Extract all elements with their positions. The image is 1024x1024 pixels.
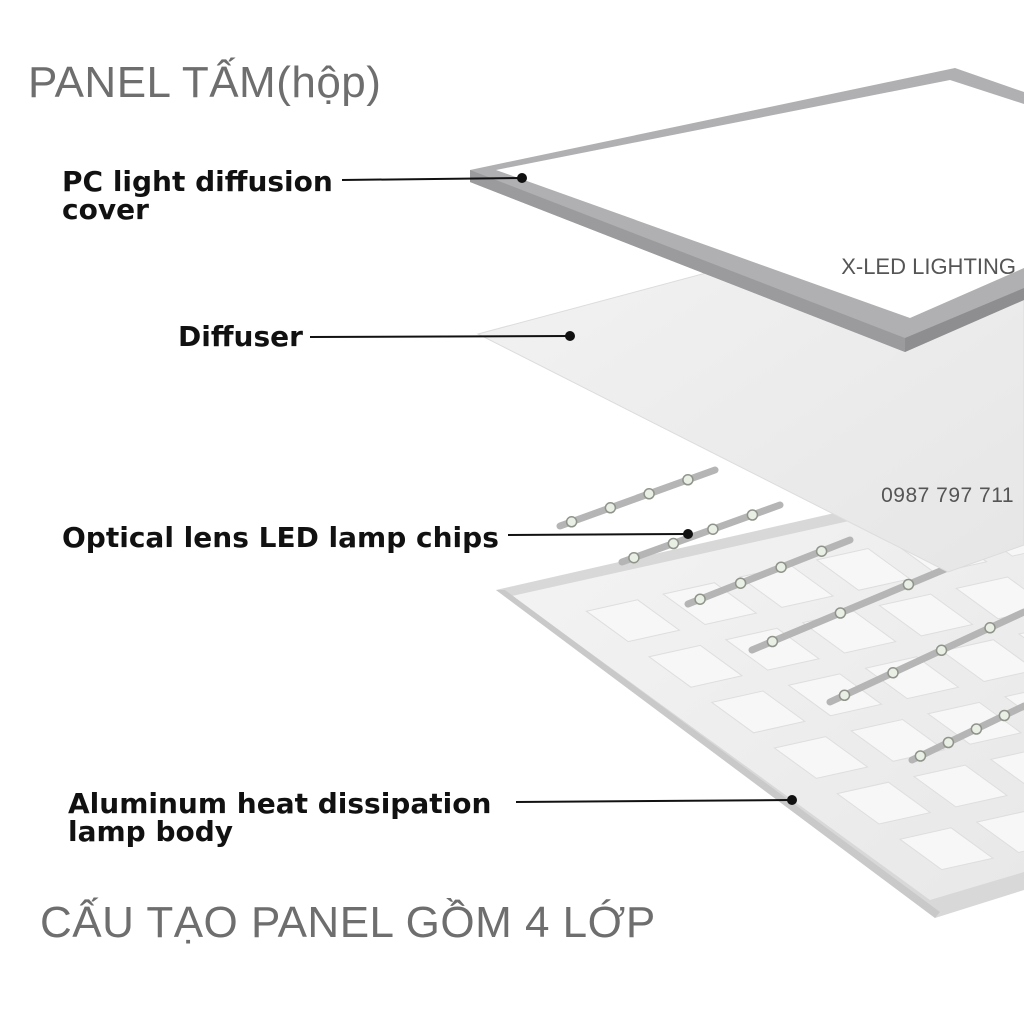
label-pc-cover: PC light diffusion cover: [62, 168, 333, 224]
heat-sink-cell: [585, 599, 681, 643]
heat-sink-cell: [955, 576, 1024, 620]
label-diffuser-line1: Diffuser: [178, 320, 303, 353]
heat-sink-cell: [864, 656, 960, 700]
heat-sink-cell: [975, 811, 1024, 854]
heat-sink-cell: [724, 627, 821, 671]
label-lamp-body: Aluminum heat dissipation lamp body: [68, 790, 491, 846]
led-chip: [838, 689, 851, 702]
led-chip: [998, 709, 1011, 722]
led-chip: [667, 537, 680, 550]
heat-sink-cell: [662, 582, 758, 626]
led-chip: [565, 516, 578, 528]
heat-sink-cell: [912, 764, 1009, 808]
led-chip: [604, 502, 617, 514]
led-chip: [914, 750, 927, 762]
led-chip: [775, 561, 787, 573]
led-chip: [984, 622, 996, 634]
watermark-brand: X-LED LIGHTING: [841, 254, 1016, 279]
heat-sink-cell: [710, 690, 806, 734]
label-pc-cover-line2: cover: [62, 193, 149, 226]
label-pc-cover-line1: PC light diffusion: [62, 165, 333, 198]
led-chip: [694, 593, 706, 605]
heat-sink-cell: [647, 644, 744, 688]
heat-sink-cell: [1017, 632, 1024, 639]
led-chip: [707, 523, 719, 535]
heat-sink-cell: [878, 593, 974, 637]
led-chip: [643, 488, 655, 500]
led-chip: [887, 667, 899, 679]
heat-sink-cell: [787, 673, 883, 717]
heat-sink-cell: [898, 827, 995, 871]
led-chip: [970, 723, 983, 735]
label-led-chips: Optical lens LED lamp chips: [62, 524, 499, 552]
heat-sink-cell: [836, 781, 932, 825]
label-diffuser: Diffuser: [178, 323, 303, 351]
heat-sink-cell: [989, 751, 1024, 785]
label-led-chips-line1: Optical lens LED lamp chips: [62, 521, 499, 554]
led-chip: [942, 736, 955, 749]
watermark-phone: 0987 797 711: [881, 484, 1014, 507]
led-chip: [746, 509, 759, 521]
heat-sink-cell: [926, 701, 1023, 745]
led-chip: [902, 578, 915, 591]
led-chip: [682, 474, 694, 486]
led-chip: [734, 577, 747, 589]
title-structure: CẤU TẠO PANEL GỒM 4 LỚP: [40, 898, 656, 947]
led-chip: [628, 551, 640, 564]
leader-dots: [517, 173, 797, 805]
led-chip: [834, 607, 847, 619]
pc-cover-frame: [470, 68, 1024, 352]
heat-sink-cell: [773, 736, 869, 779]
label-lamp-body-line2: lamp body: [68, 815, 234, 848]
leader-lines: [309, 177, 793, 803]
led-chip: [935, 644, 948, 657]
heat-sink-cell: [941, 639, 1024, 683]
label-lamp-body-line1: Aluminum heat dissipation: [68, 787, 492, 820]
heat-sink-cell: [815, 547, 911, 591]
led-chip: [815, 545, 828, 557]
title-panel-type: PANEL TẤM(hộp): [28, 58, 382, 107]
led-chip: [766, 635, 779, 648]
